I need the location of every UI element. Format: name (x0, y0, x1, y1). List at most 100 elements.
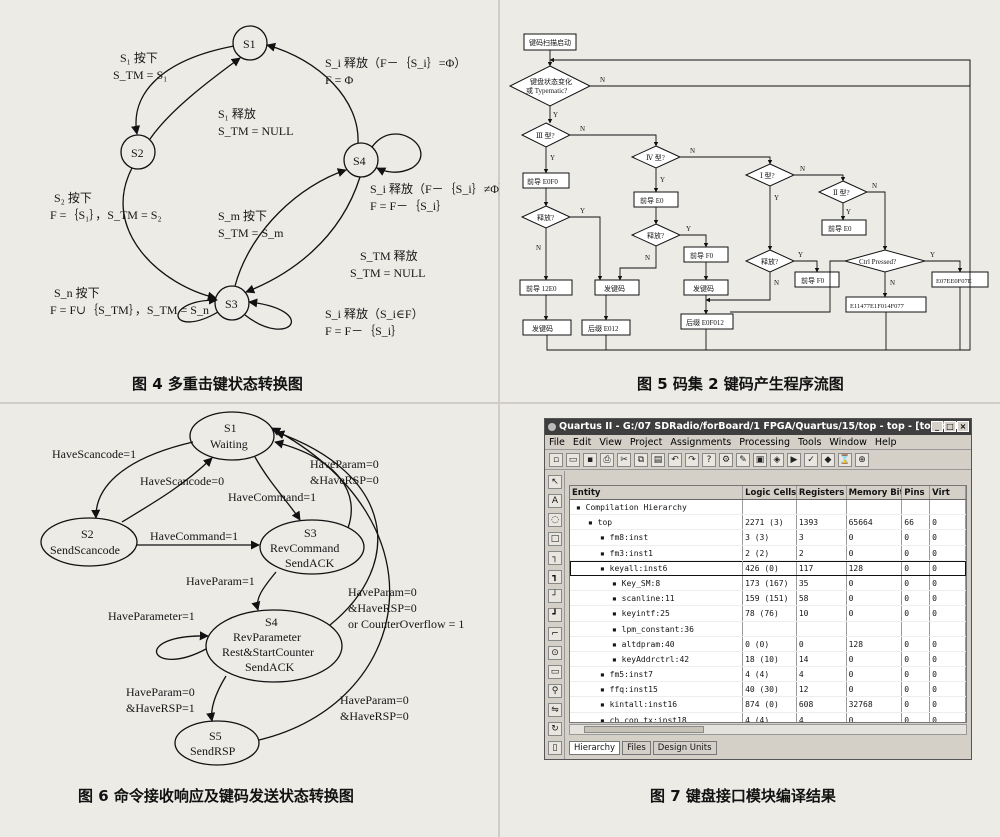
text-tool-icon[interactable]: A (548, 494, 562, 508)
menu-assignments[interactable]: Assignments (670, 437, 732, 448)
bus-tool-icon[interactable]: ┓ (548, 570, 562, 584)
minimize-button[interactable]: _ (931, 421, 943, 432)
menu-help[interactable]: Help (874, 437, 897, 448)
print-icon[interactable]: ⎙ (600, 452, 614, 467)
tab-design-units[interactable]: Design Units (652, 741, 717, 755)
timing-icon[interactable]: ⌛ (838, 452, 852, 467)
chip-icon[interactable]: ▣ (753, 452, 767, 467)
cell-virt: 0 (930, 530, 966, 545)
cell-virt: 0 (930, 667, 966, 682)
fig5-node-text: 或 Typematic? (526, 86, 567, 95)
flip-tool-icon[interactable]: ⇋ (548, 703, 562, 717)
tab-files[interactable]: Files (622, 741, 651, 755)
paste-icon[interactable]: ▤ (651, 452, 665, 467)
menu-file[interactable]: File (549, 437, 565, 448)
menu-edit[interactable]: Edit (572, 437, 592, 448)
column-header-memory-bits[interactable]: Memory Bits (847, 486, 903, 499)
column-header-logic-cells[interactable]: Logic Cells (745, 486, 797, 499)
pencil-icon[interactable]: ✎ (736, 452, 750, 467)
menu-project[interactable]: Project (629, 437, 663, 448)
cell-reg: 3 (797, 530, 847, 545)
cell-mem: 128 (847, 636, 903, 651)
cell-reg (797, 500, 847, 515)
fitter-icon[interactable]: ◆ (821, 452, 835, 467)
help-pointer-icon[interactable]: ? (702, 452, 716, 467)
table-row[interactable]: ▪ lpm_constant:36 (570, 621, 966, 637)
chip-icon: ▪ (600, 670, 610, 680)
settings-icon[interactable]: ⚙ (719, 452, 733, 467)
conduit-tool-icon[interactable]: ┘ (548, 589, 562, 603)
tab-hierarchy[interactable]: Hierarchy (569, 741, 621, 755)
find-tool-icon[interactable]: ⚲ (548, 684, 562, 698)
analysis-icon[interactable]: ✓ (804, 452, 818, 467)
column-header-entity[interactable]: Entity (570, 486, 744, 499)
orthogonal-tool-icon[interactable]: ┛ (548, 608, 562, 622)
chip-icon: ▪ (600, 563, 610, 573)
column-header-pins[interactable]: Pins (902, 486, 931, 499)
fig6-state-text: Rest&StartCounter (222, 645, 314, 659)
menu-view[interactable]: View (599, 437, 622, 448)
entity-name: keyAddrctrl:42 (621, 654, 690, 664)
fig5-node-text: 前导 E0 (640, 196, 664, 205)
menu-processing[interactable]: Processing (739, 437, 790, 448)
close-button[interactable]: × (957, 421, 969, 432)
copy-icon[interactable]: ⧉ (634, 452, 648, 467)
horizontal-scrollbar[interactable] (569, 724, 967, 735)
wire-tool-icon[interactable]: ┐ (548, 551, 562, 565)
rubberband-tool-icon[interactable]: ⌐ (548, 627, 562, 641)
column-header-registers[interactable]: Registers (797, 486, 847, 499)
scrollbar-thumb[interactable] (584, 726, 704, 733)
fig5-yes-label: Y (660, 176, 665, 184)
entity-cell: ▪ scanline:11 (570, 591, 744, 606)
cell-reg: 4 (797, 712, 847, 722)
fig6-state-s1 (189, 411, 275, 461)
menu-tools[interactable]: Tools (798, 437, 822, 448)
maximize-button[interactable]: □ (944, 421, 956, 432)
zoom-tool-icon[interactable]: ⊙ (548, 646, 562, 660)
compile-icon[interactable]: ◈ (770, 452, 784, 467)
start-icon[interactable]: ▶ (787, 452, 801, 467)
fullscreen-tool-icon[interactable]: ▭ (548, 665, 562, 679)
fig5-no-label: N (600, 76, 605, 84)
vertical-divider (498, 0, 500, 837)
table-row[interactable]: ▪ Compilation Hierarchy (570, 500, 966, 516)
pointer-tool-icon[interactable]: ↖ (548, 475, 562, 489)
rotate-tool-icon[interactable]: ↻ (548, 722, 562, 736)
entity-name: fm8:inst (609, 533, 649, 543)
open-folder-icon[interactable]: ▭ (566, 452, 580, 467)
rectangle-tool-icon[interactable]: ▯ (548, 741, 562, 755)
fig5-node-text: 前导 F0 (801, 276, 825, 285)
entity-name: ch_con_tx:inst18 (609, 715, 687, 723)
fig5-node-text: 键码扫描启动 (529, 38, 571, 47)
cell-pins: 0 (902, 530, 931, 545)
cell-mem (847, 621, 903, 636)
undo-icon[interactable]: ↶ (668, 452, 682, 467)
cell-pins: 0 (902, 575, 931, 591)
horizontal-divider (0, 402, 1000, 404)
save-icon[interactable]: ▪ (583, 452, 597, 467)
column-header-virt[interactable]: Virt (930, 486, 966, 499)
redo-icon[interactable]: ↷ (685, 452, 699, 467)
cut-icon[interactable]: ✂ (617, 452, 631, 467)
fig6-state-s2 (40, 517, 138, 567)
programmer-icon[interactable]: ⊕ (855, 452, 869, 467)
fig4-label: S_m 按下 (218, 209, 267, 223)
symbol-tool-icon[interactable]: ◌ (548, 513, 562, 527)
menu-window[interactable]: Window (829, 437, 867, 448)
block-tool-icon[interactable]: □ (548, 532, 562, 546)
new-file-icon[interactable]: ▫ (549, 452, 563, 467)
cell-lc: 18 (10) (743, 651, 797, 667)
